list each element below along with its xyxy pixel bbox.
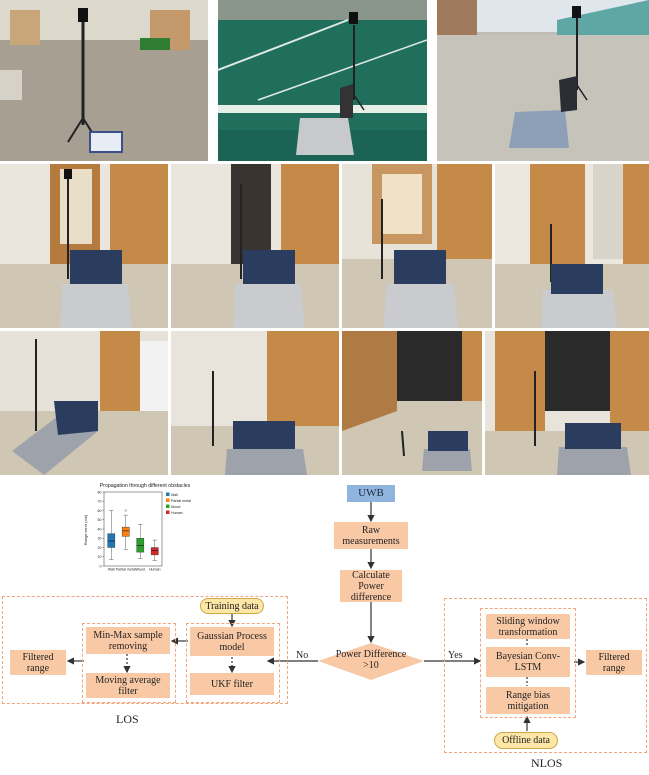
legend-label-2: Wood bbox=[171, 505, 180, 509]
box-2 bbox=[136, 538, 145, 553]
legend-label-3: Human bbox=[171, 511, 183, 515]
moving-average-node: Moving average filter bbox=[86, 673, 170, 698]
photo-door-closed bbox=[495, 164, 649, 328]
photo-indoor-tripod-hall bbox=[0, 0, 208, 161]
range-bias-node: Range bias mitigation bbox=[486, 687, 570, 714]
photo-door-open-1 bbox=[0, 164, 168, 328]
y-tick-label-4: 40 bbox=[98, 527, 102, 531]
los-group-outer bbox=[2, 596, 288, 704]
no-label: No bbox=[296, 650, 309, 661]
outlier-1-0 bbox=[124, 509, 127, 512]
raw-measurements-node: Raw measurements bbox=[334, 522, 408, 549]
filtered-range-nlos-node: Filtered range bbox=[586, 650, 642, 675]
y-tick-label-8: 80 bbox=[98, 490, 102, 494]
x-tick-label-0: Wall bbox=[108, 568, 115, 572]
legend-swatch-3 bbox=[166, 510, 170, 514]
y-tick-label-5: 50 bbox=[98, 518, 102, 522]
sliding-window-node: Sliding window transformation bbox=[486, 614, 570, 639]
photo-dark-doorway bbox=[342, 331, 482, 475]
photo-wall-corner bbox=[0, 331, 168, 475]
y-tick-label-7: 70 bbox=[98, 500, 102, 504]
y-tick-label-6: 60 bbox=[98, 509, 102, 513]
box-3 bbox=[150, 547, 159, 556]
gaussian-process-node: Gaussian Process model bbox=[190, 627, 274, 656]
los-group-left bbox=[82, 623, 176, 703]
chart-title: Propagation through different obstacles bbox=[100, 483, 191, 489]
yes-label: Yes bbox=[448, 650, 463, 661]
minmax-node: Min-Max sample removing bbox=[86, 627, 170, 654]
ukf-filter-node: UKF filter bbox=[190, 673, 274, 695]
nlos-label: NLOS bbox=[531, 756, 563, 770]
photo-court-green-floor bbox=[218, 0, 427, 161]
calc-power-difference-node: Calculate Power difference bbox=[340, 570, 402, 603]
y-tick-label-2: 20 bbox=[98, 546, 102, 550]
box-0 bbox=[107, 533, 116, 548]
range-error-boxplot: Propagation through different obstacles … bbox=[83, 483, 192, 572]
photo-wood-door-tripod bbox=[171, 331, 339, 475]
bayesian-convlstm-node: Bayesian Conv-LSTM bbox=[486, 647, 570, 677]
los-group-right bbox=[186, 623, 280, 703]
x-tick-label-1: Partial metal bbox=[116, 568, 136, 572]
training-data-node: Training data bbox=[200, 598, 264, 614]
los-label: LOS bbox=[116, 712, 139, 726]
legend-swatch-1 bbox=[166, 498, 170, 502]
y-tick-label-3: 30 bbox=[98, 537, 102, 541]
decision-label: Power Difference >10 bbox=[335, 649, 407, 671]
photo-door-glass bbox=[342, 164, 492, 328]
legend-label-0: Wall bbox=[171, 493, 178, 497]
chart-ylabel: Range error (cm) bbox=[83, 514, 88, 545]
legend-swatch-0 bbox=[166, 492, 170, 496]
y-tick-label-0: 0 bbox=[100, 564, 102, 568]
x-tick-label-3: Human bbox=[149, 568, 161, 572]
legend-swatch-2 bbox=[166, 504, 170, 508]
photo-outdoor-road bbox=[437, 0, 649, 161]
box-1 bbox=[121, 526, 130, 537]
legend-label-1: Partial metal bbox=[171, 499, 191, 503]
nlos-group-inner bbox=[480, 608, 576, 718]
y-tick-label-1: 10 bbox=[98, 555, 102, 559]
uwb-node: UWB bbox=[347, 485, 395, 502]
photo-door-person bbox=[171, 164, 339, 328]
photo-metal-door bbox=[485, 331, 649, 475]
nlos-group-outer bbox=[444, 598, 647, 753]
x-tick-label-2: Wood bbox=[136, 568, 145, 572]
offline-data-node: Offline data bbox=[494, 732, 558, 749]
filtered-range-los-node: Filtered range bbox=[10, 650, 66, 675]
